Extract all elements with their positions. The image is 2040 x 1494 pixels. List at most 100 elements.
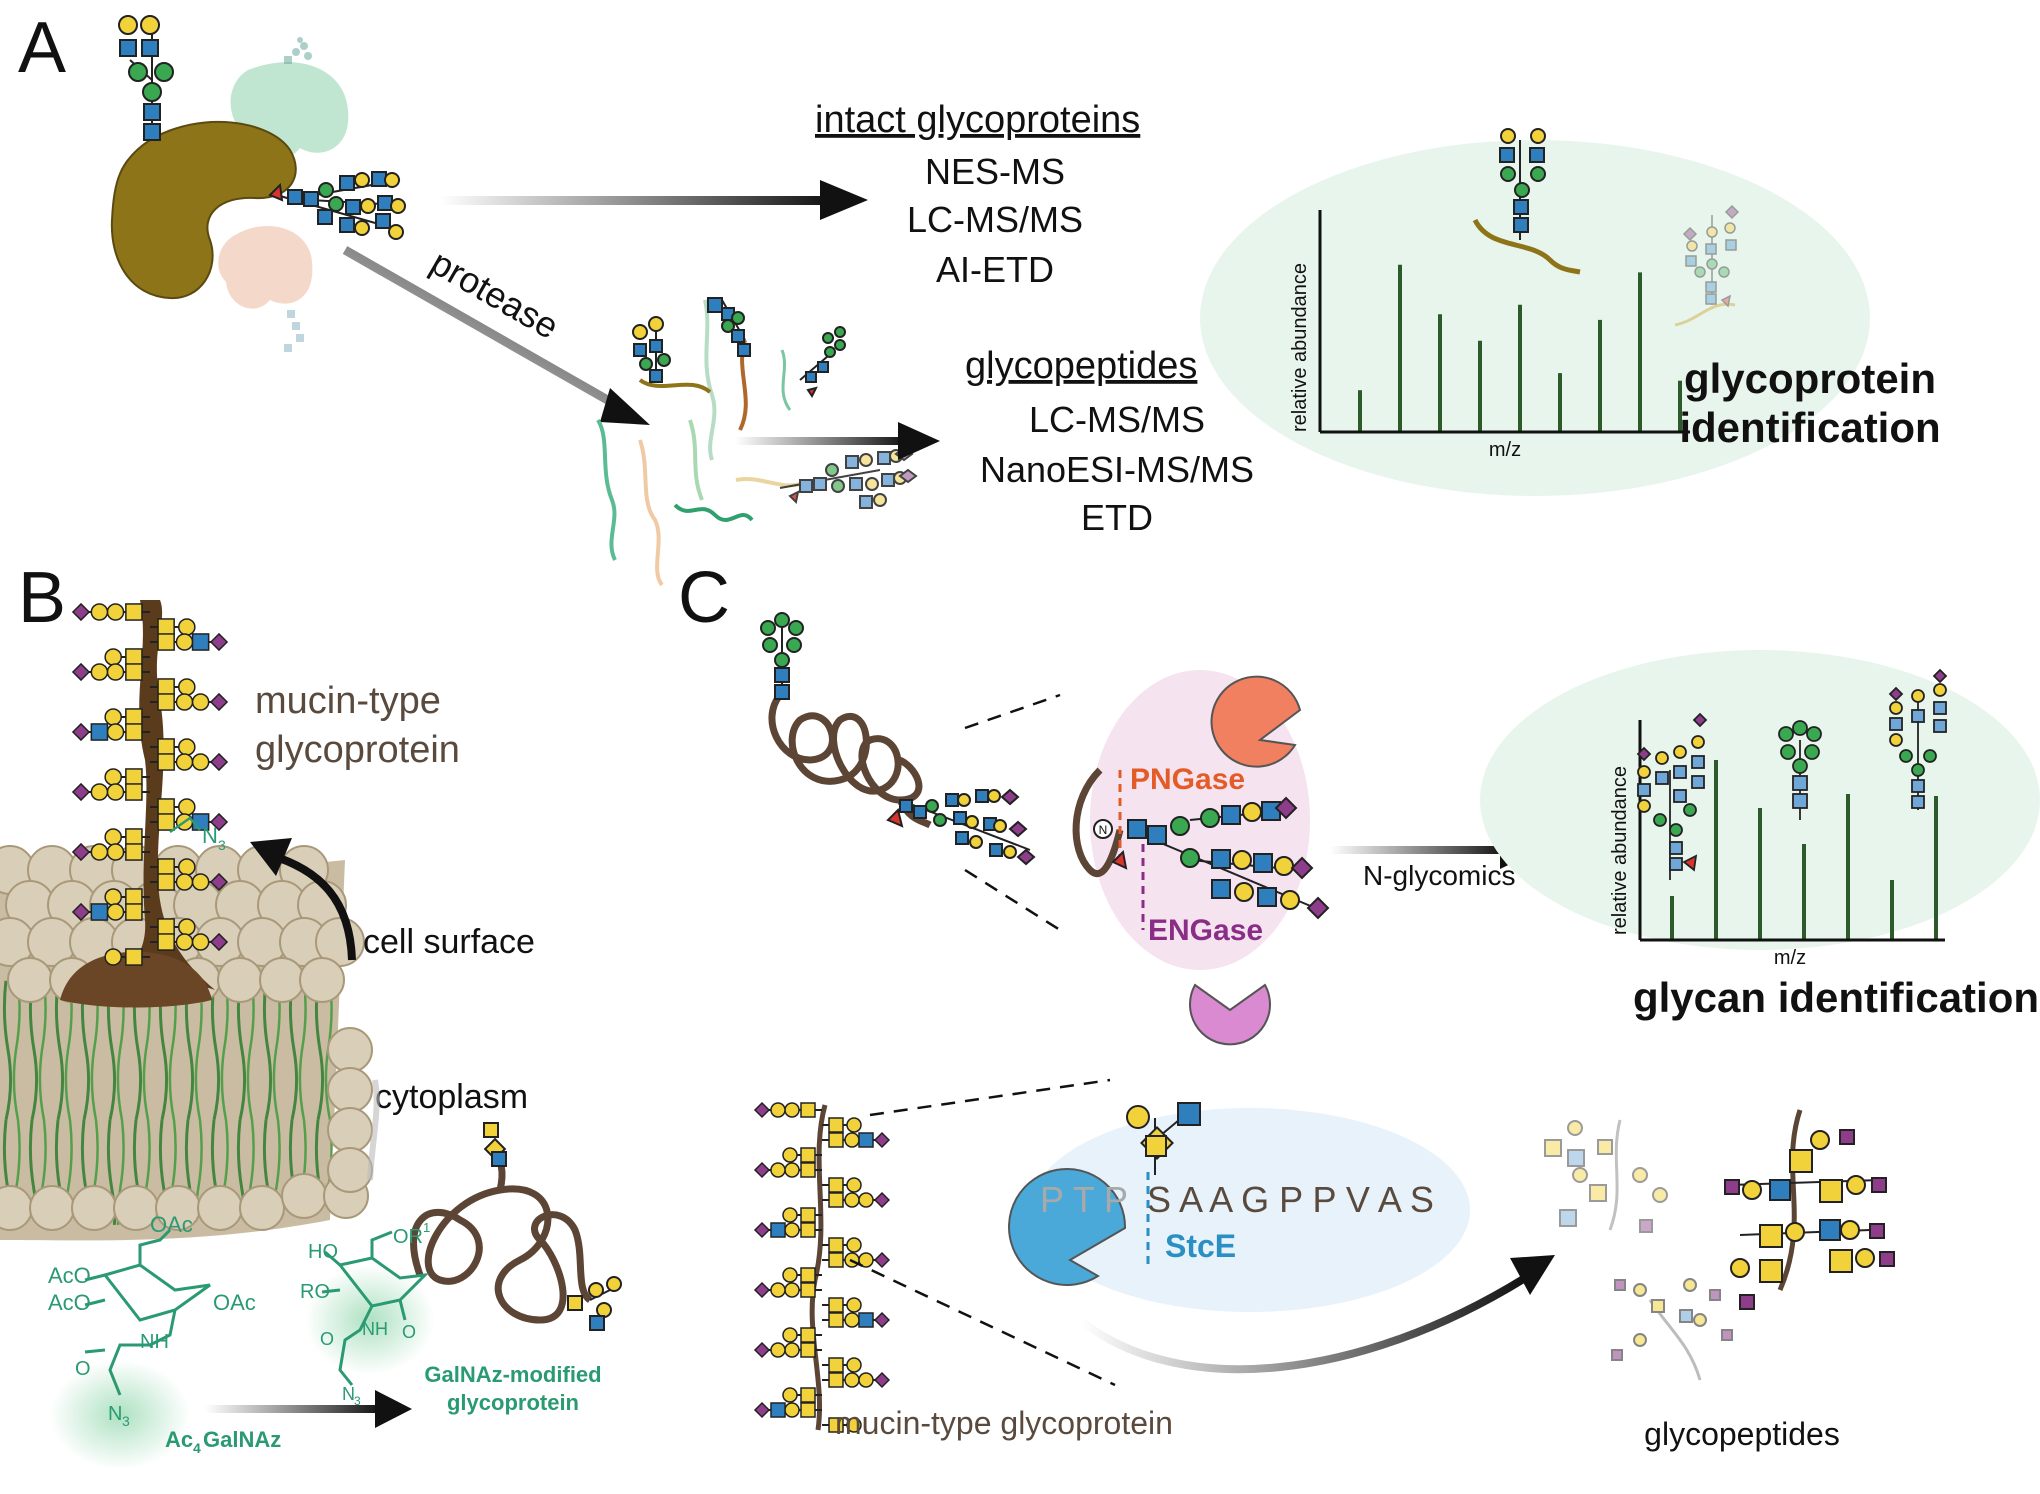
mucin-c-galactose [784, 1162, 800, 1178]
mucin-b-sialic [209, 932, 229, 952]
mucin-b-galnac [125, 723, 143, 741]
spectrum-c-ylabel: relative abundance [1609, 766, 1631, 935]
mucin-c-galactose-b [782, 1387, 798, 1403]
mucin-c-galactose-2 [858, 1192, 874, 1208]
lipid-head-inner [71, 1185, 117, 1231]
galnaz-coil-glycans [483, 1122, 622, 1331]
mucin-b-galactose-b [178, 738, 196, 756]
result-a-line1: glycoprotein [1684, 355, 1936, 402]
mucin-b-galnac-b [157, 738, 175, 756]
glycoprotein-blob [110, 120, 297, 300]
reagent-prefix: Ac [165, 1427, 193, 1452]
mucin-b-galactose [106, 843, 125, 861]
cytoplasm-label: cytoplasm [375, 1078, 528, 1116]
mucin-c-galactose-b [846, 1357, 862, 1373]
azide-n: N [202, 823, 218, 848]
mucin-b-galactose [175, 633, 194, 651]
asn-symbol: N [1099, 823, 1108, 837]
mucin-c-galnac-b [828, 1237, 844, 1253]
stce-label: StcE [1165, 1228, 1236, 1264]
mucin-c-galnac-b [828, 1297, 844, 1313]
glycopeptide-fragments [632, 297, 918, 509]
intact-method-1: NES-MS [925, 151, 1065, 192]
zoom-c-bottom [849, 1258, 1116, 1387]
mucin-b-sialic [71, 722, 91, 742]
spectrum-a-xlabel: m/z [1489, 439, 1521, 461]
peptide-main: S A A G P P V A S [1147, 1179, 1434, 1220]
mucin-c-galactose [784, 1282, 800, 1298]
chem-n3b-sub: 3 [354, 1394, 361, 1408]
pngase-label: PNGase [1130, 763, 1245, 796]
arrow-galnaz [205, 1390, 412, 1428]
mucin-c-galnac [828, 1192, 844, 1208]
mucin-c-galnac [828, 1252, 844, 1268]
mucin-b-galactose [175, 693, 194, 711]
mucin-b-galactose-b [104, 768, 122, 786]
mucin-c-glcnac [858, 1132, 874, 1148]
mucin-c-galactose [784, 1102, 800, 1118]
mucin-b-galactose-b [104, 948, 122, 966]
chem-o1: O [75, 1358, 91, 1380]
coil-side-glycan [886, 788, 1036, 866]
n-glycomics-label: N-glycomics [1363, 860, 1515, 891]
mucin-c-galactose-b [782, 1147, 798, 1163]
stce-enzyme [1008, 1168, 1127, 1286]
mucin-c-galnac [800, 1162, 816, 1178]
panel-c-label: C [678, 558, 730, 638]
zoom-c-top [869, 1078, 1111, 1117]
mucin-b-sialic [71, 602, 91, 622]
mucin-b-galnac-b [125, 768, 143, 786]
reagent-sub: 4 [193, 1440, 201, 1456]
lipid-head [259, 957, 305, 1003]
mucin-b-galactose-b [178, 858, 196, 876]
mucin-c-galnac [828, 1312, 844, 1328]
mucin-b-galnac [125, 843, 143, 861]
lipid-head [299, 957, 345, 1003]
azide-sub: 3 [218, 837, 226, 853]
mucin-glycans-c [753, 1101, 891, 1433]
mucin-b-galactose-2 [90, 783, 109, 801]
mucin-c-label: mucin-type glycoprotein [835, 1405, 1173, 1441]
mucin-c-glcnac [770, 1222, 786, 1238]
mucin-b-sialic [209, 872, 229, 892]
mucin-b-galactose-2 [191, 753, 210, 771]
mucin-b-galnac-b [157, 678, 175, 696]
mucin-b-galnac-b [125, 648, 143, 666]
mucin-c-sialic [873, 1251, 891, 1269]
lipid-head-inner [239, 1185, 285, 1231]
glycopeptide-products [1544, 1109, 1895, 1381]
arrow-intact [440, 180, 868, 220]
mucin-c-galactose [784, 1402, 800, 1418]
arrow-faded-b [367, 1079, 380, 1181]
galnaz-coil [410, 1148, 593, 1324]
mucin-b-galactose-b [104, 708, 122, 726]
mucin-b-sialic [209, 812, 229, 832]
spectrum-a-background [1200, 140, 1870, 496]
zoom-peptide [1072, 767, 1124, 877]
mucin-c-galnac [828, 1372, 844, 1388]
zoom-line-top [964, 693, 1061, 730]
mucin-c-galnac [800, 1282, 816, 1298]
mucin-b-galactose [106, 903, 125, 921]
mucin-c-galnac-b [800, 1147, 816, 1163]
mucin-c-galactose [844, 1192, 860, 1208]
mucin-anchor [60, 951, 212, 1008]
mucin-c-galactose-2 [770, 1102, 786, 1118]
mucin-c-galnac [800, 1102, 816, 1118]
lipid-head-edge [327, 1067, 373, 1113]
glycopeptides-heading: glycopeptides [965, 345, 1197, 387]
mucin-c-sialic [873, 1191, 891, 1209]
mucin-c-sialic [753, 1221, 771, 1239]
chem-n3-sub: 3 [122, 1413, 130, 1429]
mucin-b-galactose-2 [191, 873, 210, 891]
mucin-c-galactose-2 [770, 1282, 786, 1298]
asn-circle [1093, 819, 1113, 839]
peptide-glycan [1126, 1102, 1201, 1175]
peptide-faded: P T P [1040, 1179, 1128, 1220]
engase-enzyme [1189, 983, 1271, 1046]
lipid-head-inner [281, 1173, 327, 1219]
mucin-b-galnac-b [157, 918, 175, 936]
coil-top-glycan [760, 612, 804, 700]
lipid-head-inner [29, 1185, 75, 1231]
